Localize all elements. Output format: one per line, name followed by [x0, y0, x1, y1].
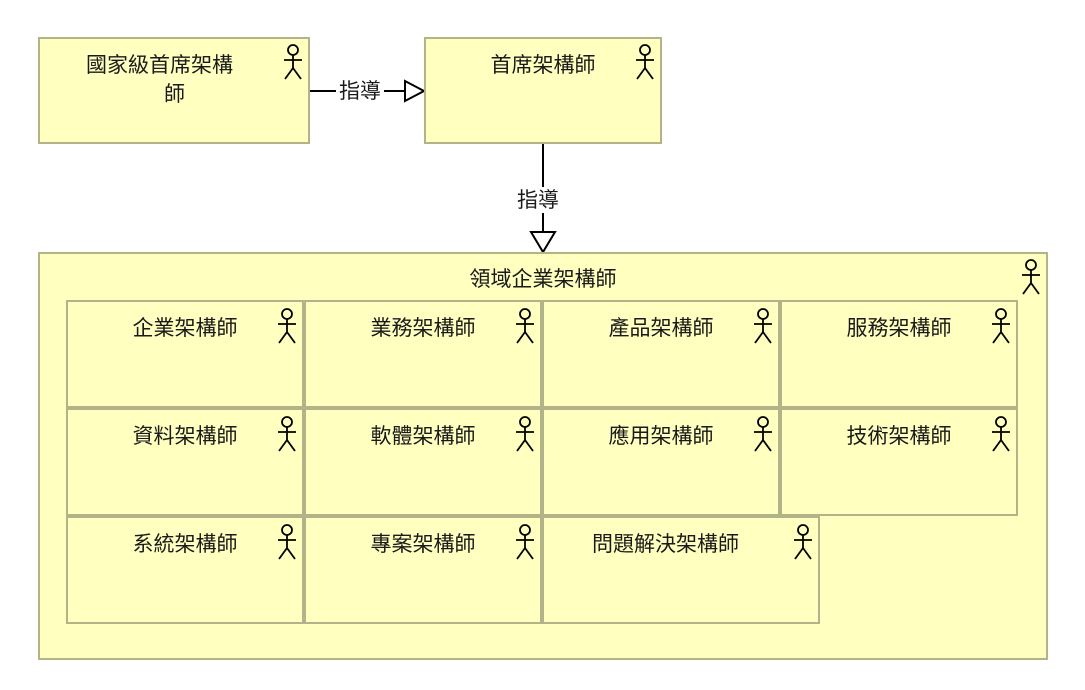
role-node[interactable]: 業務架構師 [304, 300, 542, 408]
role-node[interactable]: 專案架構師 [304, 516, 542, 624]
role-label: 技術架構師 [846, 424, 952, 448]
national-chief-architect-node[interactable]: 國家級首席架構 師 [38, 37, 310, 144]
role-label: 企業架構師 [132, 316, 238, 340]
node-label-line2: 師 [164, 82, 185, 106]
actor-icon [278, 416, 296, 452]
hollow-triangle-arrowhead [404, 79, 427, 103]
actor-icon [754, 308, 772, 344]
role-label: 服務架構師 [846, 316, 952, 340]
role-node[interactable]: 問題解決架構師 [542, 516, 820, 624]
chief-architect-node[interactable]: 首席架構師 [424, 37, 662, 144]
role-node[interactable]: 企業架構師 [66, 300, 304, 408]
actor-icon [516, 524, 534, 560]
role-label: 資料架構師 [132, 424, 238, 448]
actor-icon [992, 308, 1010, 344]
group-label: 領域企業架構師 [469, 267, 617, 291]
actor-icon [992, 416, 1010, 452]
role-label: 業務架構師 [370, 316, 476, 340]
node-label-line1: 國家級首席架構 [86, 53, 233, 77]
actor-icon [636, 44, 654, 80]
actor-icon [1022, 259, 1040, 295]
role-node[interactable]: 產品架構師 [542, 300, 780, 408]
actor-icon [516, 416, 534, 452]
actor-icon [794, 524, 812, 560]
edge-label-chief-to-domain: 指導 [514, 187, 562, 213]
actor-icon [516, 308, 534, 344]
role-node[interactable]: 技術架構師 [780, 408, 1018, 516]
role-label: 應用架構師 [608, 424, 714, 448]
actor-icon [278, 308, 296, 344]
role-node[interactable]: 應用架構師 [542, 408, 780, 516]
role-label: 問題解決架構師 [592, 532, 739, 556]
actor-icon [278, 524, 296, 560]
role-label: 專案架構師 [370, 532, 476, 556]
edge-label-national-to-chief: 指導 [336, 78, 384, 104]
role-node[interactable]: 系統架構師 [66, 516, 304, 624]
role-node[interactable]: 資料架構師 [66, 408, 304, 516]
role-label: 軟體架構師 [370, 424, 476, 448]
hollow-triangle-arrowhead [529, 231, 557, 254]
node-label: 首席架構師 [490, 53, 596, 77]
role-label: 系統架構師 [132, 532, 238, 556]
role-node[interactable]: 軟體架構師 [304, 408, 542, 516]
role-label: 產品架構師 [608, 316, 714, 340]
role-node[interactable]: 服務架構師 [780, 300, 1018, 408]
actor-icon [754, 416, 772, 452]
actor-icon [284, 44, 302, 80]
